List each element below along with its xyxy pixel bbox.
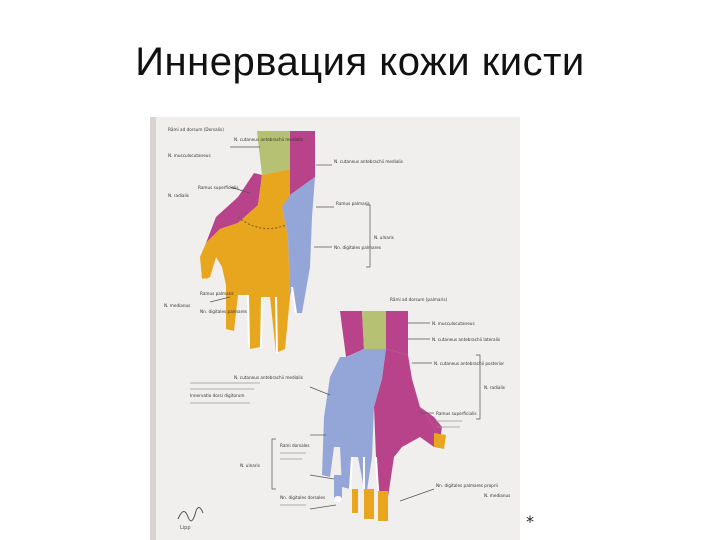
top-zone-cutaneus-medialis — [282, 131, 315, 207]
top-zone-ulnaris — [282, 177, 315, 313]
bottom-zone-musculocutaneus — [362, 311, 386, 349]
slide-title: Иннервация кожи кисти — [135, 40, 585, 84]
top-zone-medianus — [204, 169, 290, 353]
anatomy-photo: Rāmi ad dorsum (Dorsalis) N. musculocuta… — [150, 117, 520, 540]
paper-background — [150, 117, 520, 540]
label-nn-digitales-palmares: Nn. digitales palmares — [334, 245, 381, 250]
label-b-nn-digitales-palmares: Nn. digitales palmares proprii — [436, 483, 498, 488]
label-b-n-ulnaris: N. ulnaris — [240, 463, 260, 468]
label-ramus-palmaris-med: Ramus palmaris — [200, 291, 234, 296]
bottom-zone-radialis — [374, 349, 438, 499]
label-n-ulnaris: N. ulnaris — [374, 235, 394, 240]
hand-innervation-figure: Rāmi ad dorsum (Dorsalis) N. musculocuta… — [150, 117, 520, 540]
label-n-medianus: N. medianus — [164, 303, 190, 308]
label-b-n-medianus: N. medianus — [484, 493, 510, 498]
label-b-n-cut-posterior: N. cutaneus antebrachii posterior — [434, 361, 504, 366]
bottom-leader-lines — [271, 322, 481, 510]
bottom-zone-thumb-tip — [434, 433, 446, 449]
bottom-zone-cutaneus-posterior — [386, 311, 408, 355]
bottom-hand — [322, 311, 446, 521]
label-b-ramus-superficialis: Ramus superficialis — [436, 411, 477, 416]
label-n-cut-medialis-right: N. cutaneus antebrachii medialis — [334, 159, 403, 164]
label-b-nn-digitales: Nn. digitales dorsales — [280, 495, 325, 500]
bottom-zone-ulnaris — [322, 349, 386, 497]
fine-print-lines — [190, 382, 462, 506]
label-b-rami-dorsales: Rami dorsales — [280, 443, 310, 448]
label-n-radialis: N. radialis — [168, 193, 189, 198]
top-hand — [200, 131, 315, 354]
bottom-tip-3 — [352, 489, 358, 513]
top-zone-musculocutaneus — [257, 131, 290, 175]
top-zone-radialis — [206, 173, 262, 243]
label-ramus-palmaris: Ramus palmaris — [336, 201, 370, 206]
label-n-cut-medialis: N. cutaneus antebrachii medialis — [234, 137, 303, 142]
label-b-note: Innervatio dorsi digitorum — [190, 393, 245, 398]
bottom-tip-1 — [364, 489, 374, 519]
label-b-n-cut-medialis: N. cutaneus antebrachii medialis — [234, 375, 303, 380]
bottom-tip-2 — [378, 491, 388, 521]
bottom-tip-4 — [334, 475, 342, 499]
label-b-n-cut-lateralis: N. cutaneus antebrachii lateralis — [432, 337, 500, 342]
footnote-asterisk: * — [526, 512, 534, 531]
label-n-musculocutaneus: N. musculocutaneus — [168, 153, 211, 158]
page-edge — [150, 117, 156, 540]
bottom-heading: Rāmi ad dorsum (palmaris) — [390, 297, 448, 302]
top-heading: Rāmi ad dorsum (Dorsalis) — [168, 127, 224, 132]
bottom-nail — [334, 496, 342, 502]
label-b-n-radialis: N. radialis — [484, 385, 505, 390]
label-ramus-superficialis: Ramus superficialis — [198, 185, 239, 190]
signature-text: Lipp — [180, 525, 191, 531]
top-zone-thumb — [200, 229, 220, 279]
label-b-n-musculocutaneus: N. musculocutaneus — [432, 321, 475, 326]
artist-signature: Lipp — [177, 507, 204, 531]
top-leader-lines — [209, 146, 371, 303]
label-nn-digitales-palmares-med: Nn. digitales palmares — [200, 309, 247, 314]
bottom-zone-cutaneus-medialis — [340, 311, 364, 357]
